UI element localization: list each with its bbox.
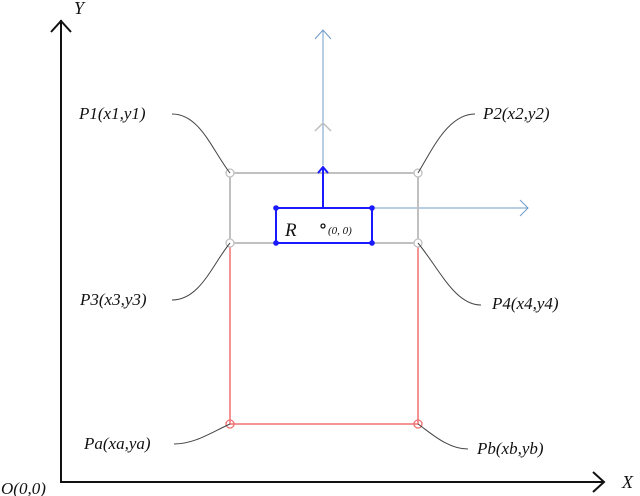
global-axes <box>50 19 606 493</box>
x-axis-label: X <box>621 472 634 492</box>
p1-leader <box>171 113 231 174</box>
origin-label: O(0,0) <box>1 479 46 496</box>
robot-center-dot <box>320 223 326 229</box>
p2-leader <box>417 113 476 174</box>
robot-r: R (0, 0) <box>273 165 375 246</box>
p3-leader <box>171 242 231 301</box>
leader-lines <box>171 113 482 450</box>
y-axis-arrowhead <box>50 19 72 33</box>
local-axes <box>314 29 529 217</box>
robot-body <box>275 207 373 244</box>
pa-leader <box>173 423 231 445</box>
p3-label: P3(x3,y3) <box>79 290 147 309</box>
p2-label: P2(x2,y2) <box>482 104 550 123</box>
pb-leader <box>417 423 469 450</box>
local-y-arrowhead <box>314 29 332 40</box>
pa-label: Pa(xa,ya) <box>83 434 151 453</box>
robot-center-label: (0, 0) <box>328 225 352 237</box>
p4-leader <box>417 242 482 306</box>
y-axis-label: Y <box>74 0 86 18</box>
pb-label: Pb(xb,yb) <box>476 439 544 458</box>
p4-label: P4(x4,y4) <box>491 294 559 313</box>
red-region <box>225 243 423 429</box>
p1-label: P1(x1,y1) <box>78 104 146 123</box>
local-x-arrowhead <box>519 199 529 217</box>
gray-y-arrowhead <box>314 121 332 132</box>
robot-label: R <box>284 220 297 241</box>
pa-marker <box>225 419 235 429</box>
x-axis-arrowhead <box>592 471 606 493</box>
robot-heading-arrowhead <box>317 165 329 174</box>
pb-marker <box>413 419 423 429</box>
